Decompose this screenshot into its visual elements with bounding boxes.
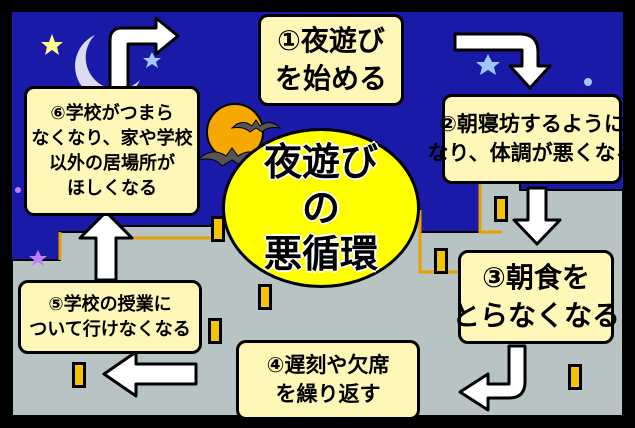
- bat-icon: [230, 119, 282, 133]
- step-1-box: ①夜遊び を始める: [258, 14, 404, 106]
- step-5-line: ⑤学校の授業に: [48, 294, 172, 315]
- center-title-circle: 夜遊び の 悪循環: [222, 128, 420, 288]
- center-title-line: 夜遊び: [263, 139, 378, 184]
- star-icon: [143, 52, 161, 68]
- center-title-line: の: [301, 185, 340, 230]
- building-edge: [418, 180, 502, 274]
- star-dot-icon: [15, 187, 21, 193]
- step-3-box: ③朝食を とらなくなる: [452, 250, 620, 344]
- step-6-line: ⑥学校がつまら: [50, 103, 174, 124]
- crescent-moon-icon: [75, 35, 140, 100]
- step-2-line: なり、体調が悪くなる: [427, 141, 635, 165]
- step-4-line: ④遅刻や欠席: [266, 353, 390, 377]
- arrow-icon: [102, 350, 198, 398]
- arrow-icon: [108, 16, 180, 90]
- step-6-line: 以外の居場所が: [49, 153, 175, 174]
- step-5-line: ついて行けなくなる: [29, 319, 191, 340]
- star-icon: [41, 34, 63, 55]
- arrow-icon: [78, 210, 134, 282]
- star-dot-icon: [584, 78, 592, 86]
- step-1-line: ①夜遊び: [277, 24, 385, 57]
- step-3-line: とらなくなる: [452, 299, 621, 332]
- step-6-line: なくなり、家や学校: [31, 128, 193, 149]
- step-3-line: ③朝食を: [482, 261, 590, 294]
- arrow-icon: [458, 344, 527, 412]
- step-2-box: ②朝寝坊するように なり、体調が悪くなる: [427, 94, 635, 184]
- step-6-line: ほしくなる: [67, 178, 157, 199]
- center-title-line: 悪循環: [263, 231, 378, 276]
- step-6-box: ⑥学校がつまら なくなり、家や学校 以外の居場所が ほしくなる: [24, 86, 200, 216]
- arrow-icon: [453, 32, 552, 90]
- building-windows: [72, 196, 582, 390]
- step-2-line: ②朝寝坊するように: [439, 112, 625, 136]
- step-4-box: ④遅刻や欠席 を繰り返す: [236, 340, 420, 420]
- star-icon: [29, 250, 47, 266]
- arrow-icon: [512, 186, 562, 246]
- step-1-line: を始める: [274, 62, 387, 95]
- step-5-box: ⑤学校の授業に ついて行けなくなる: [18, 280, 202, 354]
- step-4-line: を繰り返す: [275, 382, 381, 406]
- star-icon: [476, 54, 500, 75]
